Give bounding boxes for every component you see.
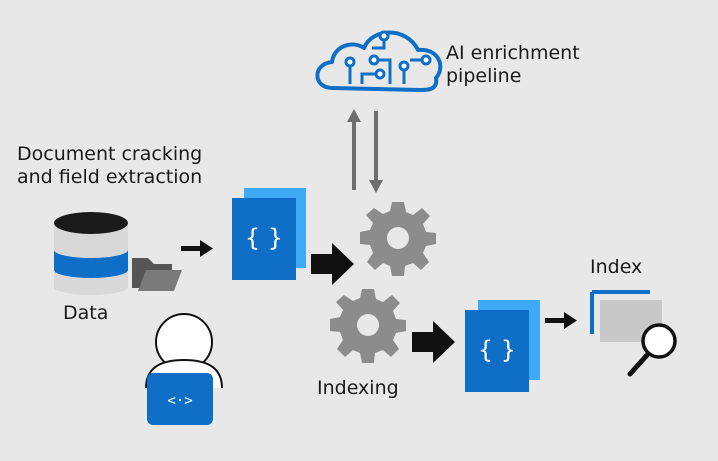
- gear-icon: [330, 289, 406, 363]
- arrow-to-enrichment: [311, 243, 354, 285]
- ai-enrichment-line-2: pipeline: [446, 65, 522, 87]
- json-braces-text: { }: [478, 336, 516, 364]
- indexing-label: Indexing: [317, 377, 399, 399]
- arrow-to-index-document: [412, 321, 455, 363]
- cloud-icon: [315, 30, 443, 92]
- document-cracking-label: Document cracking and field extraction: [17, 143, 202, 189]
- ai-enrichment-label: AI enrichment pipeline: [446, 42, 580, 88]
- enrichment-arrows: [347, 109, 383, 193]
- document-cracking-line-1: Document cracking: [17, 143, 203, 165]
- json-braces-text: { }: [245, 224, 283, 252]
- ai-enrichment-line-1: AI enrichment: [446, 42, 580, 64]
- index-label: Index: [590, 256, 643, 278]
- arrow-to-document: [181, 240, 213, 257]
- json-document-icon: { }: [465, 300, 540, 392]
- developer-icon: <·>: [145, 313, 223, 425]
- json-document-icon: { }: [232, 188, 306, 280]
- search-icon: [627, 323, 677, 377]
- database-icon: [54, 212, 128, 295]
- data-label: Data: [63, 302, 109, 324]
- arrow-to-index: [545, 312, 577, 329]
- code-brackets-text: <·>: [167, 393, 192, 409]
- folder-icon: [132, 258, 182, 291]
- gear-icon: [360, 202, 436, 276]
- document-cracking-line-2: and field extraction: [17, 166, 203, 188]
